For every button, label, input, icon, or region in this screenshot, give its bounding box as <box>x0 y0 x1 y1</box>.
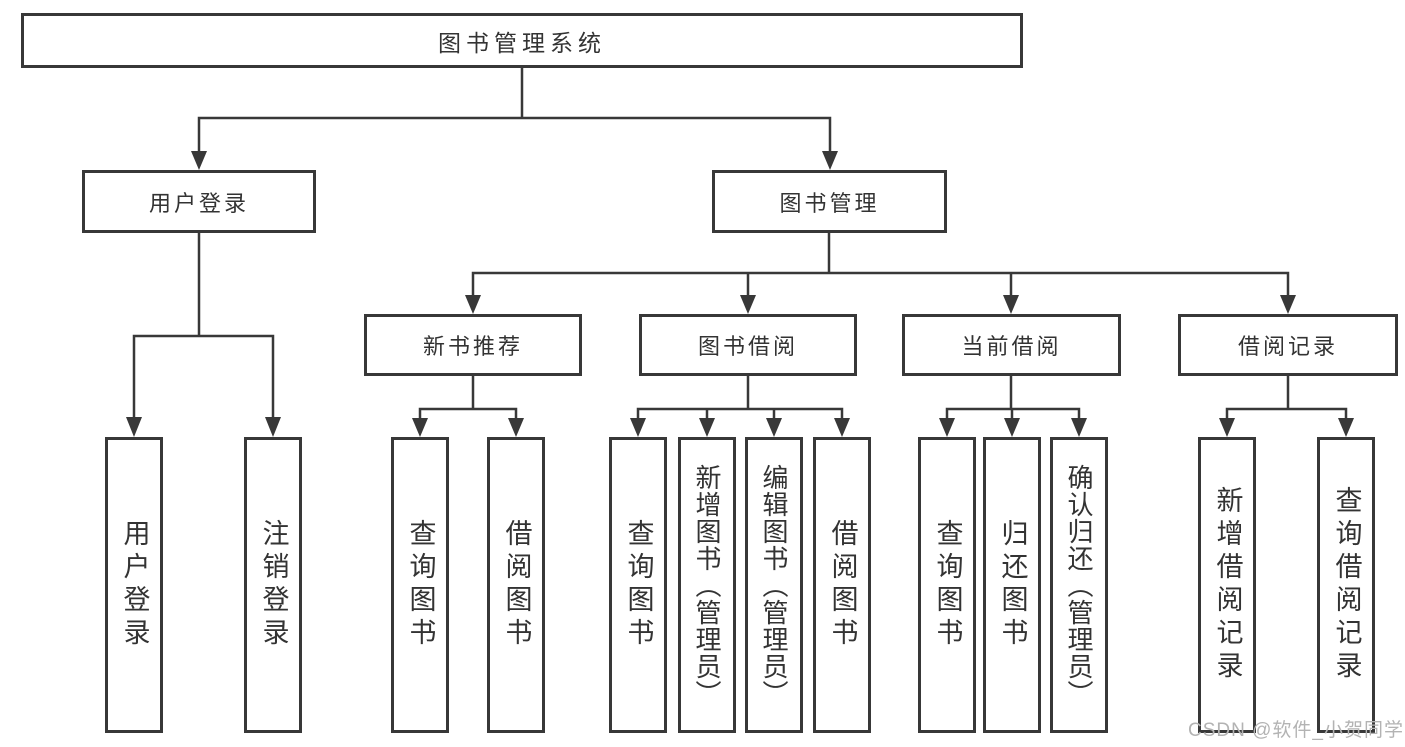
leaf-add-books-admin: 新增图书（管理员） <box>678 437 736 733</box>
leaf-add-borrow-record: 新增借阅记录 <box>1198 437 1256 733</box>
connector-user-login-subtree <box>132 231 275 420</box>
node-borrowing-records: 借阅记录 <box>1178 314 1398 376</box>
leaf-label: 归还图书 <box>997 519 1028 651</box>
connector-new-book-recommendation-subtree <box>418 374 518 421</box>
leaf-user-login: 用户登录 <box>105 437 163 733</box>
leaf-query-books-borrowing: 查询图书 <box>609 437 667 733</box>
node-label: 借阅记录 <box>1237 334 1338 359</box>
leaf-label: 注销登录 <box>258 519 289 651</box>
leaf-label: 借阅图书 <box>827 519 858 651</box>
leaf-borrow-books-recommendation: 借阅图书 <box>487 437 545 733</box>
node-label: 图书借阅 <box>697 334 798 359</box>
leaf-query-books-current: 查询图书 <box>918 437 976 733</box>
leaf-label: 用户登录 <box>119 519 150 651</box>
connector-book-management-to-level3 <box>471 231 1290 298</box>
leaf-label: 新增借阅记录 <box>1212 486 1243 684</box>
node-library-management-system: 图书管理系统 <box>21 13 1023 68</box>
leaf-label: 编辑图书（管理员） <box>759 463 789 707</box>
node-label: 新书推荐 <box>422 334 523 359</box>
node-new-book-recommendation: 新书推荐 <box>364 314 582 376</box>
leaf-query-borrow-record: 查询借阅记录 <box>1317 437 1375 733</box>
node-book-management: 图书管理 <box>712 170 947 233</box>
leaf-label: 确认归还（管理员） <box>1064 463 1094 707</box>
node-book-borrowing: 图书借阅 <box>639 314 857 376</box>
leaf-query-books-recommendation: 查询图书 <box>391 437 449 733</box>
node-user-login: 用户登录 <box>82 170 316 233</box>
leaf-label: 查询图书 <box>405 519 436 651</box>
node-label: 图书管理 <box>779 190 880 216</box>
connector-borrowing-records-subtree <box>1225 374 1348 421</box>
watermark-csdn: CSDN @软件_小贺同学 <box>1188 720 1404 741</box>
node-label: 当前借阅 <box>961 334 1062 359</box>
leaf-label: 查询图书 <box>623 519 654 651</box>
node-label: 图书管理系统 <box>438 29 606 56</box>
leaf-borrow-books-borrowing: 借阅图书 <box>813 437 871 733</box>
node-current-borrowing: 当前借阅 <box>902 314 1121 376</box>
connector-root-to-level2 <box>197 66 832 154</box>
connector-current-borrowing-subtree <box>945 374 1081 421</box>
leaf-confirm-return-admin: 确认归还（管理员） <box>1050 437 1108 733</box>
leaf-logout: 注销登录 <box>244 437 302 733</box>
leaf-label: 新增图书（管理员） <box>692 463 722 707</box>
leaf-return-books: 归还图书 <box>983 437 1041 733</box>
leaf-label: 查询图书 <box>932 519 963 651</box>
connector-book-borrowing-subtree <box>636 374 844 421</box>
leaf-label: 借阅图书 <box>501 519 532 651</box>
leaf-label: 查询借阅记录 <box>1331 486 1362 684</box>
node-label: 用户登录 <box>148 190 249 216</box>
leaf-edit-books-admin: 编辑图书（管理员） <box>745 437 803 733</box>
